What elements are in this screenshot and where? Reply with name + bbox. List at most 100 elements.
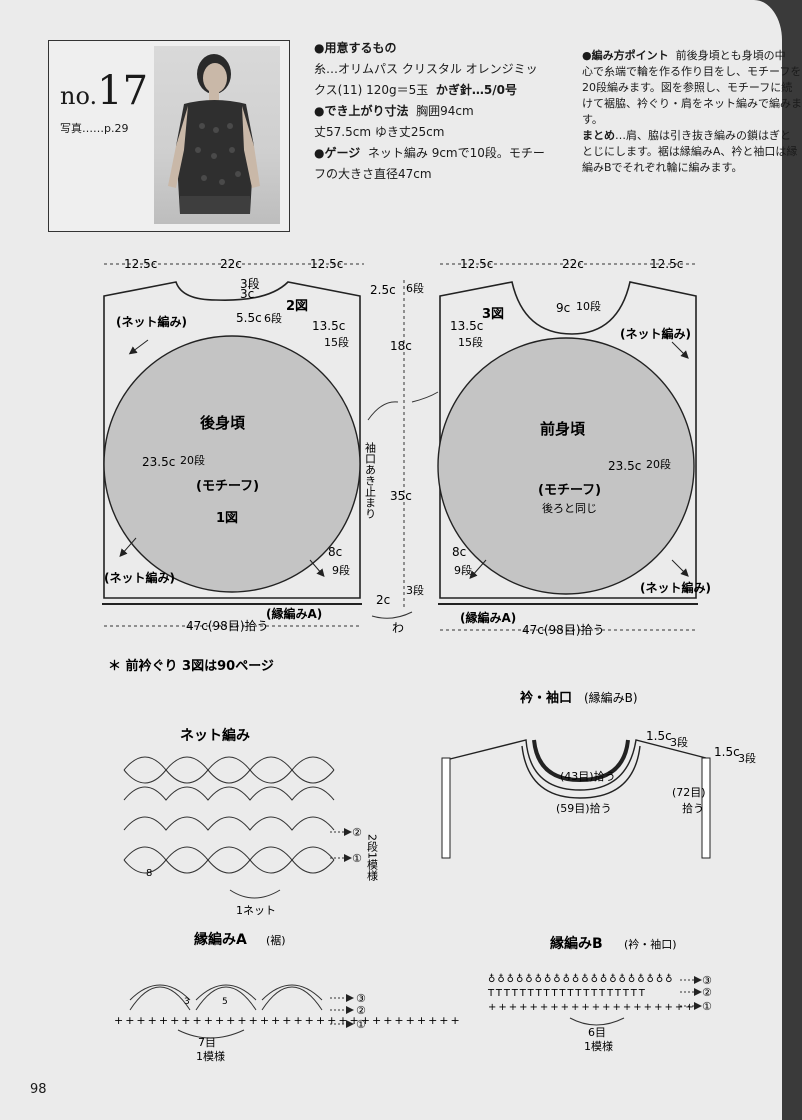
edging-a-title: 縁編みA: [194, 931, 247, 948]
back-figure-label: 2図: [286, 299, 308, 314]
back-net-label: (ネット編み): [116, 314, 187, 329]
edging-b-title: 縁編みB: [550, 935, 603, 952]
net-row2-label: ②: [352, 826, 362, 839]
pattern-number: no.17: [60, 68, 148, 114]
edging-a-count-5: 5: [222, 997, 228, 1007]
back-shoulder-height: 13.5c: [312, 319, 345, 333]
front-neck-depth: 9c: [556, 301, 570, 315]
cuff-pickup-label: 拾う: [682, 801, 704, 815]
pattern-number-value: 17: [97, 68, 149, 114]
edging-a-base-row: +++++++++++++++++++++++++++++++: [114, 1014, 462, 1027]
edging-a-repeat: 1模様: [196, 1049, 225, 1063]
edging-b-subtitle: (衿・袖口): [624, 937, 677, 951]
points-line-4: けて裾脇、衿ぐり・肩をネット編みで編みま: [582, 97, 802, 110]
front-right-shoulder-width: 12.5c: [650, 257, 683, 271]
top-height: 2.5c: [370, 283, 396, 297]
gauge-heading: ●ゲージ: [314, 146, 361, 160]
front-lower-height: 8c: [452, 545, 466, 559]
edging-b-repeat-bracket: [569, 1017, 625, 1026]
cuff-pickup-count: (72目): [672, 786, 706, 799]
front-edging-label: (縁編みA): [460, 610, 516, 625]
front-body-outline: [439, 281, 697, 599]
back-motif-circle: [103, 335, 361, 593]
back-neck-width: 22c: [220, 257, 242, 271]
bottom-rows: 3段: [406, 583, 424, 597]
edging-a-fans: [129, 984, 323, 1011]
collar-band-inner: [532, 739, 630, 783]
back-arrow-lower-left: [119, 537, 137, 558]
top-rows: 6段: [406, 281, 424, 295]
collar-band-outer: [521, 745, 641, 799]
edging-b-row-2: TTTTTTTTTTTTTTTTTTTT: [487, 988, 647, 999]
finishing-line-3: 編みBでそれぞれ輪に編みます。: [582, 161, 743, 174]
net-unit-label: 1ネット: [236, 904, 276, 917]
edging-b-stitch-count: 6目: [588, 1026, 606, 1039]
edging-b-chart: 縁編みB (衿・袖口) ♁♁♁♁♁♁♁♁♁♁♁♁♁♁♁♁♁♁♁♁ TTTTTTT…: [487, 935, 712, 1053]
collar-inner-pickup: (43目)拾う: [560, 769, 616, 783]
schematic-diagrams: 12.5c 22c 12.5c 3段 3c 2図 (ネット編み) 5.5c 6段…: [102, 257, 756, 1063]
front-arrow-upper-right: [671, 341, 689, 359]
net-repeat-label: 2段1模様: [366, 834, 379, 881]
edging-a-subtitle: (裾): [266, 933, 286, 947]
model-silhouette: [168, 54, 260, 214]
front-left-shoulder-width: 12.5c: [460, 257, 493, 271]
front-body-diagram: 12.5c 22c 12.5c 9c 10段 3図 13.5c 15段 (ネット…: [437, 257, 711, 637]
collar-outline: [445, 739, 707, 791]
back-motif-radius: 23.5c: [142, 455, 175, 469]
back-body-diagram: 12.5c 22c 12.5c 3段 3c 2図 (ネット編み) 5.5c 6段…: [102, 257, 364, 633]
front-pickup-count: 47c(98目)拾う: [522, 622, 605, 637]
back-upper-height: 5.5c: [236, 311, 262, 325]
pattern-number-prefix: no.: [60, 82, 98, 110]
cuff-height: 1.5c: [714, 745, 740, 759]
edging-b-picot-row: ♁♁♁♁♁♁♁♁♁♁♁♁♁♁♁♁♁♁♁♁: [488, 973, 674, 985]
net-unit-bracket: [229, 889, 281, 899]
back-motif-label: (モチーフ): [196, 479, 259, 494]
edging-a-stitch-count: 7目: [198, 1036, 216, 1049]
collar-height: 1.5c: [646, 729, 672, 743]
collar-outer-pickup: (59目)拾う: [556, 801, 612, 815]
edging-b-row3: ③: [702, 974, 712, 987]
finishing-line-1: …肩、脇は引き抜き編みの鎖はぎと: [615, 129, 791, 142]
back-shoulder-rows: 15段: [324, 335, 349, 349]
bottom-height: 2c: [376, 593, 390, 607]
collar-cuff-diagram: 衿・袖口 (縁編みB) 1.5c 3段 1.5c 3段 (43目)拾う (59目…: [441, 690, 756, 859]
finishing-heading: まとめ: [582, 129, 615, 142]
front-title: 前身頃: [540, 420, 586, 438]
round-curve: [371, 611, 413, 619]
cuff-right-band: [701, 757, 711, 859]
body-height: 35c: [390, 489, 412, 503]
collar-title: 衿・袖口: [520, 690, 572, 706]
round-label: わ: [392, 621, 404, 635]
model-photo: [154, 46, 280, 224]
front-same-as-back: 後ろと同じ: [542, 501, 597, 515]
back-body-outline: [103, 281, 361, 599]
points-heading: ●編み方ポイント: [582, 49, 669, 62]
instructions-block: ●編み方ポイント 前後身頃とも身頃の中 心で糸端で輪を作る作り目をし、モチーフを…: [582, 48, 802, 176]
size-heading: ●でき上がり寸法: [314, 104, 409, 118]
sleeve-opening-curve-left: [367, 401, 399, 421]
back-neck-rows: 3段: [240, 276, 260, 291]
size-chest: 胸囲94cm: [416, 104, 474, 118]
neckline-note: ＊ 前衿ぐり 3図は90ページ: [108, 658, 274, 674]
yarn-line-1: 糸…オリムパス クリスタル オレンジミッ: [314, 62, 538, 76]
back-lower-height: 8c: [328, 545, 342, 559]
edging-a-chart: 縁編みA (裾) +++++++++++++++++++++++++++++++…: [114, 931, 462, 1063]
finishing-line-2: とじにします。裾は縁編みA、衿と袖口は縁: [582, 145, 798, 158]
back-upper-rows: 6段: [264, 311, 282, 325]
edging-b-row2: ②: [702, 986, 712, 999]
front-motif-circle: [437, 337, 695, 595]
cuff-rows: 3段: [738, 751, 756, 765]
edging-a-row2: ②: [356, 1004, 366, 1017]
points-line-1: 前後身頃とも身頃の中: [675, 49, 786, 62]
sleeve-opening-label: 袖口あき止まり: [364, 441, 377, 519]
back-right-shoulder-width: 12.5c: [310, 257, 343, 271]
front-motif-label: (モチーフ): [538, 483, 601, 498]
points-line-2: 心で糸端で輪を作る作り目をし、モチーフを: [582, 65, 802, 78]
net-chart-title: ネット編み: [180, 727, 250, 744]
front-arrow-lower-right: [671, 559, 689, 577]
front-net-label: (ネット編み): [620, 326, 691, 341]
front-shoulder-height: 13.5c: [450, 319, 483, 333]
net-stitch-arches: [123, 756, 335, 874]
back-title: 後身頃: [199, 414, 246, 432]
